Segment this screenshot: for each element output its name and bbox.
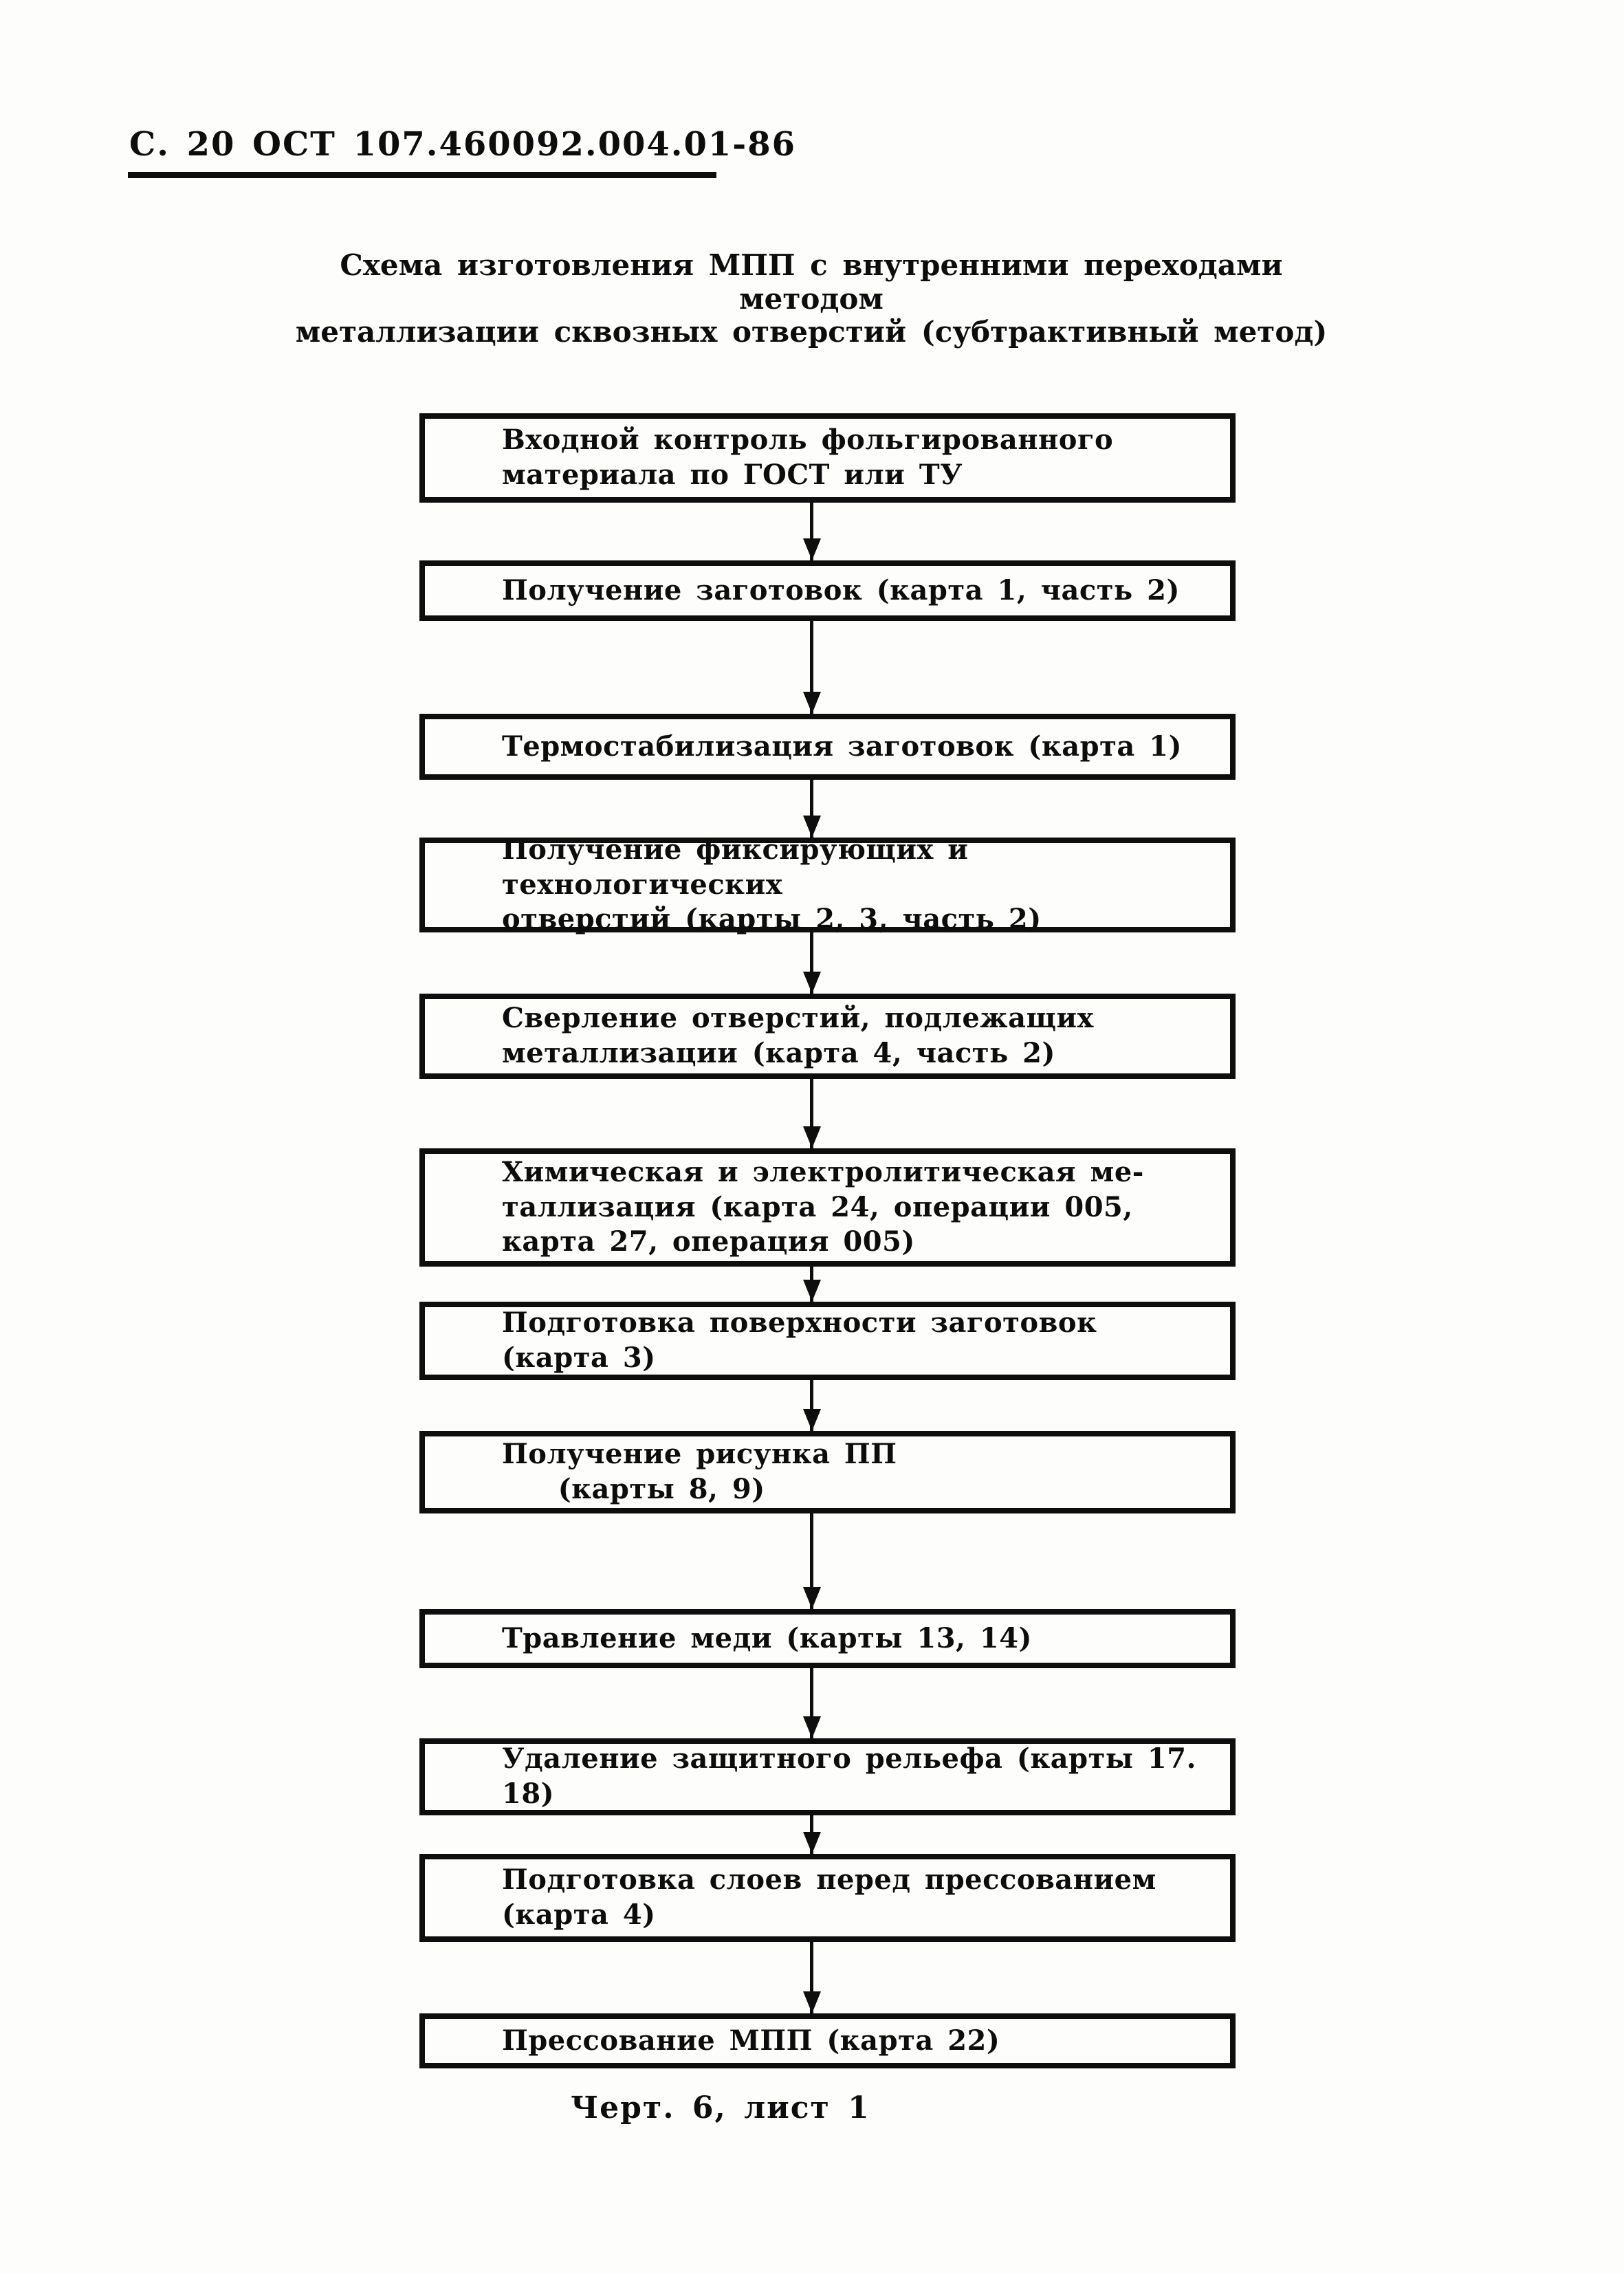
flow-arrow-5 — [810, 1079, 813, 1148]
page-header: С. 20 ОСТ 107.460092.004.01-86 — [129, 125, 797, 164]
flow-step-layer-preparation: Подготовка слоев перед прессованием (кар… — [419, 1854, 1236, 1942]
flow-step-drilling: Сверление отверстий, подлежащих металлиз… — [419, 994, 1236, 1079]
flow-step-pattern-forming: Получение рисунка ПП (карты 8, 9) — [419, 1431, 1236, 1513]
flow-arrow-3 — [810, 780, 813, 838]
flow-step-fixing-holes: Получение фиксирующих и технологических … — [419, 833, 1236, 935]
flow-arrow-4 — [810, 932, 813, 994]
flow-arrow-2 — [810, 621, 813, 714]
flow-step-metallization: Химическая и электролитическая ме- талли… — [419, 1148, 1236, 1267]
flow-arrow-10 — [810, 1815, 813, 1854]
figure-caption: Черт. 6, лист 1 — [571, 2090, 870, 2125]
flow-step-pressing: Прессование МПП (карта 22) — [419, 2013, 1236, 2068]
flow-step-thermostabilization: Термостабилизация заготовок (карта 1) — [419, 714, 1236, 780]
flow-step-surface-preparation: Подготовка поверхности заготовок (карта … — [419, 1302, 1236, 1380]
flow-arrow-8 — [810, 1513, 813, 1609]
flow-arrow-1 — [810, 503, 813, 560]
flow-arrow-9 — [810, 1668, 813, 1738]
flow-step-blank-receiving: Получение заготовок (карта 1, часть 2) — [419, 560, 1236, 621]
flow-arrow-11 — [810, 1942, 813, 2013]
flow-arrow-7 — [810, 1380, 813, 1431]
flow-step-resist-removal: Удаление защитного рельефа (карты 17. 18… — [419, 1738, 1236, 1815]
diagram-title: Схема изготовления МПП с внутренними пер… — [295, 248, 1328, 349]
flow-step-input-control: Входной контроль фольгированного материа… — [419, 413, 1236, 503]
header-underline — [128, 172, 716, 178]
flow-arrow-6 — [810, 1267, 813, 1302]
flow-step-copper-etching: Травление меди (карты 13, 14) — [419, 1609, 1236, 1668]
